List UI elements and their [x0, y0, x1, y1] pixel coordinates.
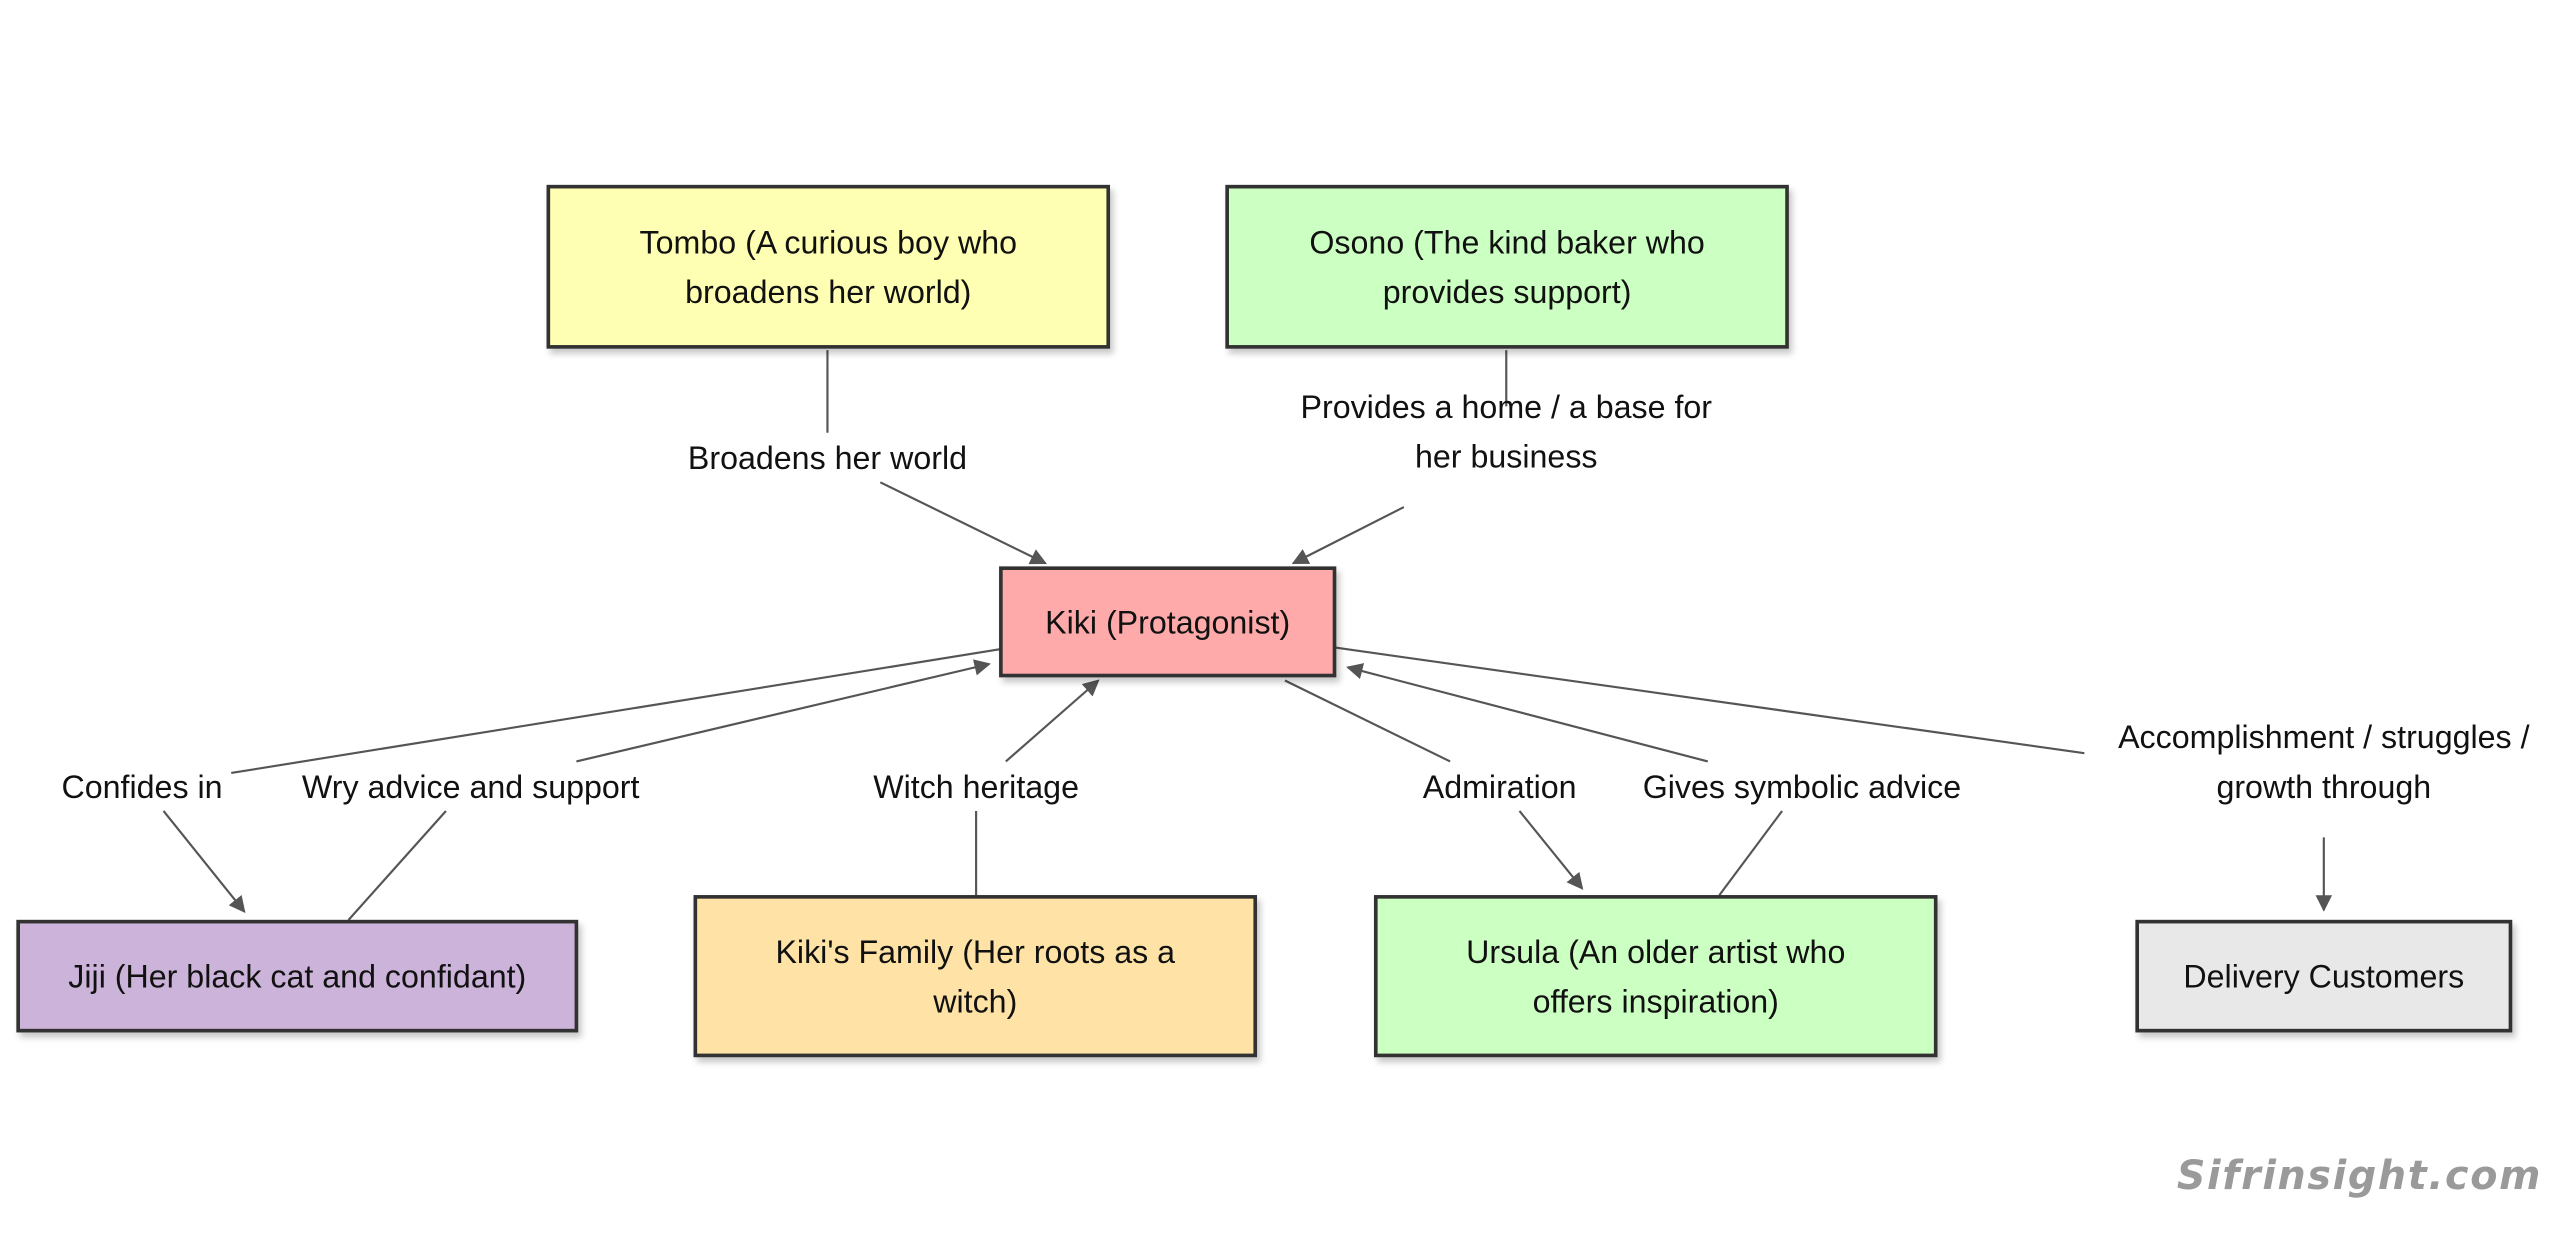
- edge-label: Provides a home / a base for her business: [1301, 389, 1713, 475]
- edge-label: Accomplishment / struggles / growth throu…: [2118, 719, 2530, 805]
- node-box[interactable]: [1225, 184, 1789, 349]
- node-label: broadens her world): [685, 274, 971, 310]
- node-label: Delivery Customers: [2183, 959, 2464, 995]
- edge-arrow-segment: [1346, 663, 1709, 763]
- edge-arrow-segment: [1291, 506, 1405, 565]
- watermark: Sifrinsight.com: [2177, 1153, 2542, 1199]
- edge-label-text: Gives symbolic advice: [1643, 769, 1961, 805]
- edge-label-text: growth through: [2216, 769, 2431, 805]
- edge-label-text: Broadens her world: [688, 440, 967, 476]
- edge-family-to-kiki: [975, 679, 1100, 896]
- node-box[interactable]: [1373, 895, 1938, 1058]
- edge-kiki-to-customers: [1334, 646, 2333, 912]
- edge-label: Wry advice and support: [302, 769, 640, 805]
- edge-arrow-segment: [576, 659, 991, 763]
- edge-tombo-to-kiki: [826, 350, 1047, 565]
- node-box[interactable]: [546, 184, 1111, 349]
- edge-line-segment: [231, 648, 1002, 775]
- edge-label-text: her business: [1415, 438, 1598, 474]
- edge-arrow-segment: [879, 481, 1047, 565]
- edge-line-segment: [1334, 646, 2085, 755]
- edge-line-segment: [1284, 679, 1451, 763]
- node-tombo[interactable]: Tombo (A curious boy who broadens her wor…: [546, 184, 1111, 349]
- node-label: Tombo (A curious boy who: [640, 225, 1018, 261]
- node-customers[interactable]: Delivery Customers: [2135, 919, 2513, 1033]
- node-label: Jiji (Her black cat and confidant): [68, 959, 526, 995]
- edge-label-text: Provides a home / a base for: [1301, 389, 1713, 425]
- node-ursula[interactable]: Ursula (An older artist who offers inspir…: [1373, 895, 1938, 1058]
- node-label: provides support): [1383, 274, 1632, 310]
- node-box[interactable]: [2135, 919, 2513, 1033]
- nodes-layer: Tombo (A curious boy who broadens her wor…: [16, 184, 2513, 1058]
- edge-arrow-segment: [162, 810, 246, 914]
- edge-label-text: Accomplishment / struggles /: [2118, 719, 2530, 755]
- edge-line-segment: [1718, 810, 1783, 896]
- edge-label-text: Confides in: [62, 769, 223, 805]
- edge-label: Gives symbolic advice: [1643, 769, 1961, 805]
- edge-label-text: Admiration: [1423, 769, 1577, 805]
- node-label: Ursula (An older artist who: [1466, 934, 1845, 970]
- node-box[interactable]: [999, 566, 1337, 678]
- node-label: Kiki's Family (Her roots as a: [775, 934, 1175, 970]
- edge-label: Confides in: [62, 769, 223, 805]
- node-label: witch): [932, 983, 1017, 1019]
- node-label: Kiki (Protagonist): [1045, 604, 1290, 640]
- edges-layer: [162, 350, 2333, 921]
- edge-arrow-segment: [1005, 679, 1100, 763]
- edge-kiki-to-jiji: [162, 648, 1002, 914]
- node-label: Osono (The kind baker who: [1309, 225, 1704, 261]
- node-box[interactable]: [693, 895, 1258, 1058]
- edge-label-text: Wry advice and support: [302, 769, 640, 805]
- node-jiji[interactable]: Jiji (Her black cat and confidant): [16, 919, 579, 1033]
- edge-line-segment: [347, 810, 447, 921]
- edge-labels-layer: Broadens her world Provides a home / a ba…: [62, 389, 2530, 805]
- edge-label: Broadens her world: [688, 440, 967, 476]
- node-box[interactable]: [16, 919, 579, 1033]
- edge-osono-to-kiki: [1291, 350, 1508, 565]
- edge-kiki-to-ursula: [1284, 679, 1584, 890]
- edge-arrow-segment: [1518, 810, 1584, 890]
- node-family[interactable]: Kiki's Family (Her roots as a witch): [693, 895, 1258, 1058]
- node-osono[interactable]: Osono (The kind baker who provides suppor…: [1225, 184, 1789, 349]
- node-kiki[interactable]: Kiki (Protagonist): [999, 566, 1337, 678]
- edge-label: Admiration: [1423, 769, 1577, 805]
- edge-label-text: Witch heritage: [873, 769, 1079, 805]
- edge-jiji-to-kiki: [347, 659, 991, 921]
- node-label: offers inspiration): [1533, 983, 1779, 1019]
- edge-ursula-to-kiki: [1346, 663, 1783, 896]
- edge-label: Witch heritage: [873, 769, 1079, 805]
